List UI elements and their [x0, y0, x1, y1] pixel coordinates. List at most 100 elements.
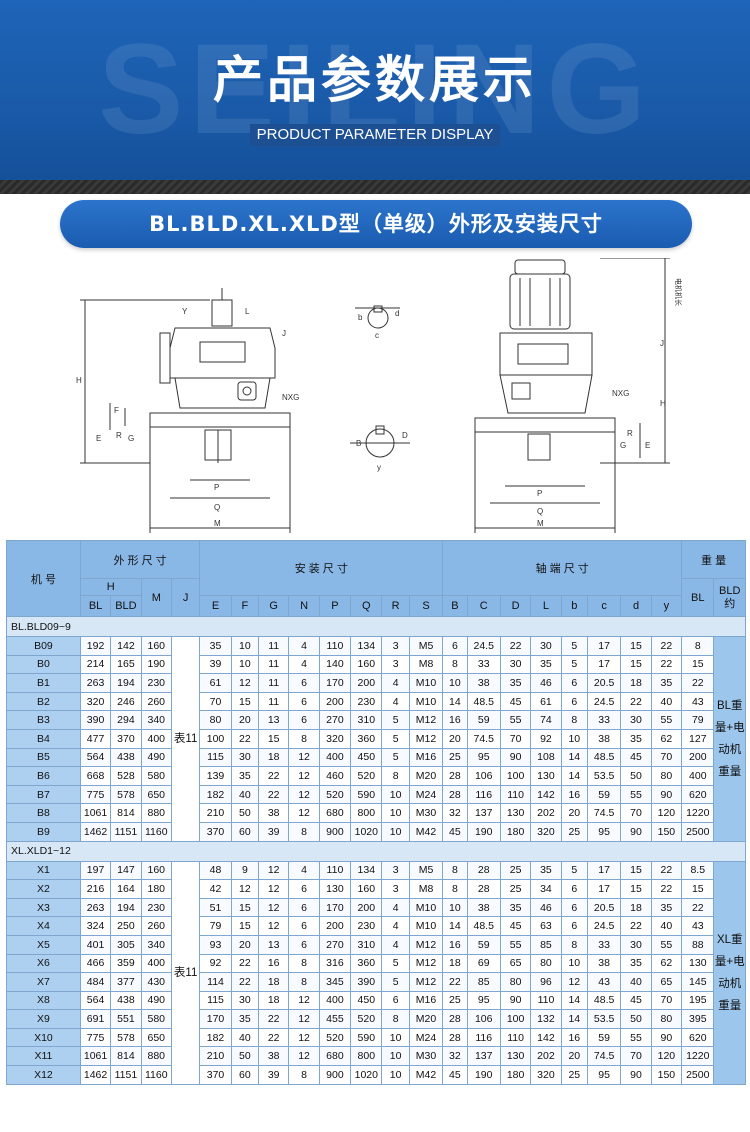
table-cell: 22 [650, 860, 683, 881]
table-cell: 22 [620, 691, 652, 712]
table-cell: 30 [620, 710, 652, 730]
table-cell: 22 [230, 728, 260, 749]
table-cell: 6 [560, 879, 588, 899]
right-label-m: M [537, 519, 544, 528]
table-cell: 270 [318, 710, 352, 730]
table-cell: 691 [79, 1009, 112, 1029]
col-header-s: S [408, 595, 444, 617]
table-cell: 1061 [79, 803, 112, 823]
table-cell: 90 [650, 1027, 683, 1048]
section-title-section1: BL.BLD09~9 [6, 616, 746, 637]
table-cell: 12 [288, 803, 320, 823]
table-cell: 92 [530, 728, 562, 749]
table-cell: 32 [442, 803, 468, 823]
table-cell: 53.5 [586, 1009, 622, 1029]
model-cell: X4 [6, 916, 81, 936]
table-cell: 520 [350, 1009, 383, 1029]
table-cell: 197 [79, 860, 112, 881]
table-cell: 164 [110, 879, 142, 899]
right-label-p: P [537, 489, 542, 498]
table-cell: 18 [258, 990, 290, 1011]
table-cell: 106 [466, 1009, 501, 1029]
left-label-e: E [96, 434, 101, 443]
table-cell: 55 [650, 710, 683, 730]
table-cell: 80 [650, 766, 683, 786]
model-cell: X8 [6, 990, 81, 1011]
table-cell: 551 [110, 1009, 142, 1029]
table-cell: 22 [230, 953, 260, 974]
table-cell: 100 [499, 1009, 532, 1029]
center-label-dd: D [402, 431, 408, 440]
table-cell: 65 [499, 953, 532, 974]
col-header-lower-b: b [560, 595, 588, 617]
table-cell: 12 [560, 972, 588, 992]
weight-note-cell: BL重量+电动机重量 [713, 636, 746, 842]
table-cell: 48.5 [586, 747, 622, 768]
table-cell: M12 [408, 710, 444, 730]
table-cell: 320 [318, 728, 352, 749]
table-cell: 10 [442, 897, 468, 918]
model-cell: B3 [6, 710, 81, 730]
table-cell: 110 [318, 636, 352, 656]
col-header-c: C [466, 595, 501, 617]
table-cell: 16 [560, 1027, 588, 1048]
table-cell: 214 [79, 654, 112, 675]
table-cell: 40 [230, 784, 260, 805]
left-label-r: R [116, 431, 122, 440]
table-cell: 6 [560, 673, 588, 693]
table-cell: 12 [258, 916, 290, 936]
table-cell: 16 [560, 784, 588, 805]
table-cell: 14 [442, 916, 468, 936]
left-label-j: J [282, 329, 286, 338]
table-cell: 20.5 [586, 673, 622, 693]
table-cell: 55 [620, 1027, 652, 1048]
table-cell: 18 [620, 673, 652, 693]
table-cell: 200 [318, 691, 352, 712]
model-cell: B4 [6, 728, 81, 749]
table-cell: M12 [408, 953, 444, 974]
table-cell: 14 [560, 990, 588, 1011]
motor-reducer-drawing: J H NXG E R G P Q M 电机机长 [474, 258, 683, 533]
model-cell: B0 [6, 654, 81, 675]
table-cell: 310 [350, 710, 383, 730]
table-cell: 263 [79, 673, 112, 693]
table-cell: 438 [110, 990, 142, 1011]
table-cell: 401 [79, 934, 112, 955]
table-cell: M16 [408, 990, 444, 1011]
table-cell: 6 [288, 897, 320, 918]
table-cell: 50 [620, 1009, 652, 1029]
table-cell: 12 [258, 879, 290, 899]
table-cell: 182 [199, 784, 232, 805]
left-label-nxg: NXG [282, 393, 299, 402]
table-cell: 230 [350, 691, 383, 712]
table-cell: 814 [110, 803, 142, 823]
table-cell: 10 [560, 953, 588, 974]
table-cell: 48.5 [466, 916, 501, 936]
table-cell: 13 [258, 710, 290, 730]
table-cell: 69 [466, 953, 501, 974]
parameter-table-wrapper: 机 号 外 形 尺 寸 安 装 尺 寸 轴 端 尺 寸 重 量 H M J BL… [6, 540, 746, 1085]
table-cell: 70 [199, 691, 232, 712]
col-header-l: L [530, 595, 562, 617]
table-cell: 15 [230, 691, 260, 712]
table-cell: 160 [350, 654, 383, 675]
table-cell: 390 [79, 710, 112, 730]
col-header-weight-bld: BLD约 [713, 578, 746, 617]
table-cell: 800 [350, 1046, 383, 1067]
table-cell: 400 [681, 766, 715, 786]
table-cell: 55 [650, 934, 683, 955]
table-cell: 70 [650, 747, 683, 768]
table-cell: 35 [499, 897, 532, 918]
table-cell: 16 [442, 934, 468, 955]
table-cell: 20 [230, 934, 260, 955]
table-cell: 12 [288, 990, 320, 1011]
table-cell: 150 [650, 1065, 683, 1085]
table-cell: 28 [466, 879, 501, 899]
table-cell: 680 [318, 1046, 352, 1067]
table-cell: 142 [110, 636, 142, 656]
table-cell: 90 [620, 821, 652, 842]
